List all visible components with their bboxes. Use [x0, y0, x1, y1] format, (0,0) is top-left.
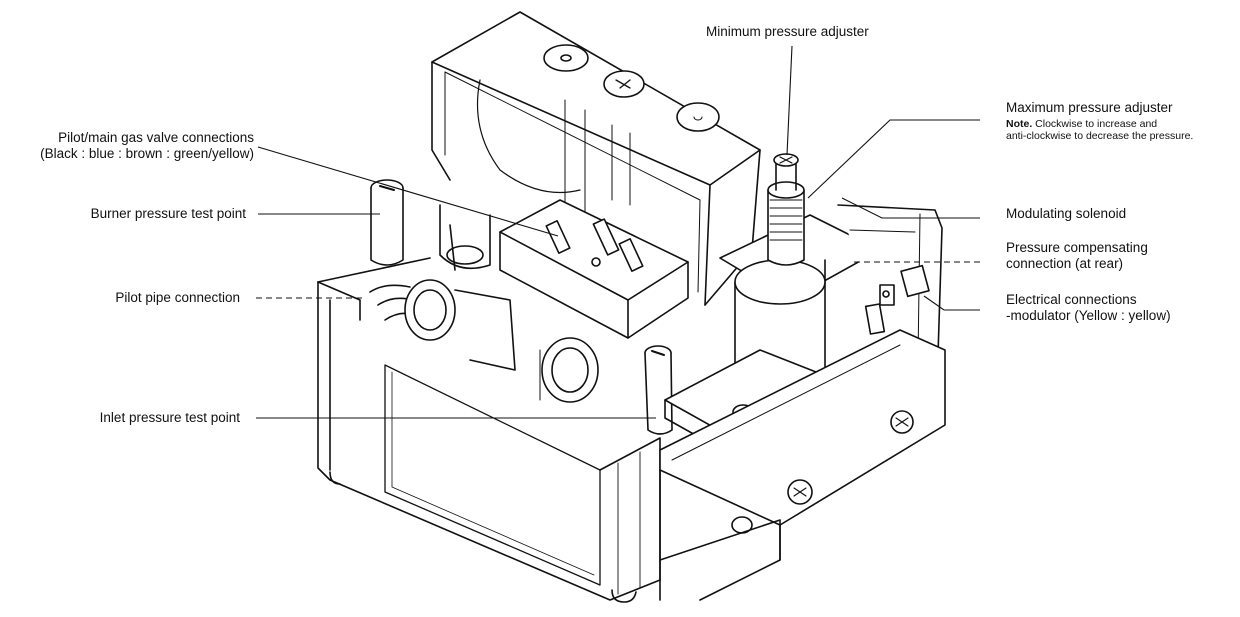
- label-max-pressure-adjuster: Maximum pressure adjuster: [1006, 100, 1173, 115]
- leader-modulating-solenoid: [841, 197, 980, 219]
- label-pilot-main-connections-1: Pilot/main gas valve connections: [58, 130, 254, 145]
- label-electrical-connections-2: -modulator (Yellow : yellow): [1006, 308, 1171, 323]
- terminal-bracket: [499, 199, 689, 339]
- note-max-adjuster-line-2: anti-clockwise to decrease the pressure.: [1006, 130, 1194, 142]
- leader-max-adjuster: [807, 119, 980, 199]
- note-max-adjuster: Note. Clockwise to increase and: [1006, 118, 1157, 130]
- burner-test-point: [370, 179, 404, 266]
- leader-pilot-main: [257, 146, 559, 237]
- label-electrical-connections-1: Electrical connections: [1006, 292, 1137, 307]
- label-min-pressure-adjuster: Minimum pressure adjuster: [706, 24, 869, 39]
- note-line-1: Clockwise to increase and: [1035, 118, 1158, 130]
- label-pilot-main-connections-2: (Black : blue : brown : green/yellow): [40, 146, 254, 161]
- outlet-port: [404, 279, 516, 371]
- pilot-pipe-boss: [369, 204, 491, 321]
- label-modulating-solenoid: Modulating solenoid: [1006, 206, 1127, 221]
- modulating-solenoid-unit: [659, 153, 946, 601]
- inlet-test-point: [644, 345, 673, 435]
- label-burner-pressure-test-point: Burner pressure test point: [90, 206, 246, 221]
- leader-electrical: [923, 295, 980, 311]
- note-prefix: Note.: [1006, 118, 1033, 130]
- label-inlet-pressure-test-point: Inlet pressure test point: [99, 410, 240, 425]
- valve-cover: [431, 11, 761, 306]
- valve-body-side: [659, 516, 781, 601]
- label-pressure-compensating-1: Pressure compensating: [1006, 240, 1148, 255]
- label-pilot-pipe-connection: Pilot pipe connection: [115, 290, 240, 305]
- valve-body: [317, 257, 661, 603]
- leader-min-adjuster: [786, 45, 793, 156]
- inlet-port: [539, 337, 599, 403]
- label-pressure-compensating-2: connection (at rear): [1006, 256, 1124, 271]
